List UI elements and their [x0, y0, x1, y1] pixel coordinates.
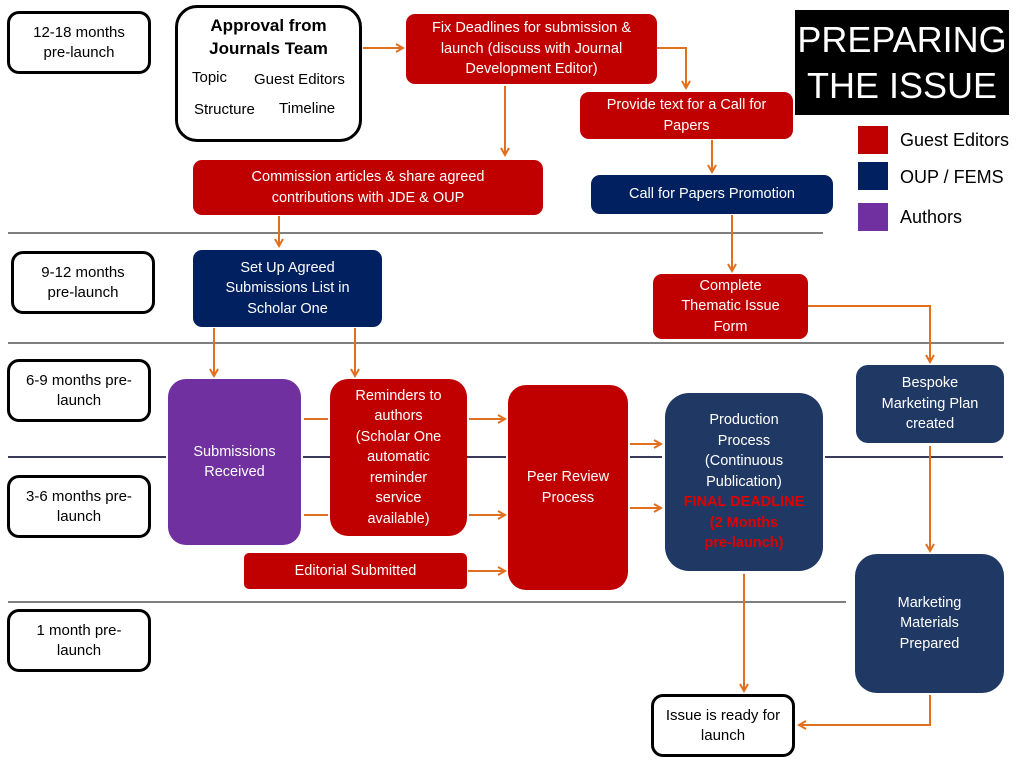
step-text-line: Marketing Plan — [881, 395, 979, 412]
step-issue-ready: Issue is ready for launch — [651, 694, 795, 757]
timeline-label-line2: launch — [56, 391, 102, 409]
step-text-line: Prepared — [899, 635, 960, 652]
timeline-label-line1: 6-9 months pre- — [26, 371, 132, 389]
step-text-line: Received — [204, 464, 265, 480]
approval-journals-team: Approval from Journals Team Topic Guest … — [175, 5, 362, 142]
step-text-line: Form — [713, 318, 748, 335]
step-editorial-submitted: Editorial Submitted — [244, 553, 467, 589]
separator-3 — [8, 456, 166, 458]
step-text-line: Submissions — [193, 443, 276, 460]
step-text-line: Provide text for a Call for — [606, 97, 767, 113]
timeline-label-line2: pre-launch — [47, 283, 119, 301]
approval-heading: Approval from Journals Team — [178, 14, 359, 60]
timeline-label-line1: 1 month pre- — [36, 621, 122, 639]
legend-swatch-guest-editors — [858, 126, 888, 154]
approval-item-topic: Topic — [192, 69, 228, 86]
arrow-form-to-marketing-plan — [808, 305, 930, 362]
final-deadline-text: (2 Months — [709, 514, 779, 531]
separator-4 — [8, 601, 846, 603]
step-text-line: created — [905, 416, 955, 433]
step-text-line: Thematic Issue — [681, 298, 780, 315]
timeline-3-6-months: 3-6 months pre-launch — [7, 475, 151, 538]
step-peer-review: Peer Review Process — [508, 385, 628, 590]
step-bespoke-marketing-plan: Bespoke Marketing Plan created — [856, 365, 1004, 443]
step-commission-articles: Commission articles & share agreed contr… — [193, 160, 543, 215]
step-submissions-received: Submissions Received — [168, 379, 301, 545]
step-text-line: Bespoke — [901, 375, 959, 392]
step-text-line: Issue is ready for — [665, 706, 781, 724]
step-text-line: reminder — [369, 469, 428, 486]
timeline-label-line2: launch — [56, 641, 102, 659]
step-thematic-issue-form: Complete Thematic Issue Form — [653, 274, 808, 339]
step-text-line: Process — [541, 489, 595, 506]
legend-swatch-authors — [858, 203, 888, 231]
page-title: PREPARING THE ISSUE — [795, 10, 1009, 115]
step-call-for-papers-text: Provide text for a Call for Papers — [580, 92, 793, 139]
timeline-9-12-months: 9-12 months pre-launch — [11, 251, 155, 314]
timeline-label-line1: 3-6 months pre- — [26, 487, 132, 505]
timeline-1-month: 1 month pre-launch — [7, 609, 151, 672]
step-text-line: automatic — [367, 449, 430, 466]
step-text-line: Commission articles & share agreed — [251, 169, 485, 185]
approval-item-structure: Structure — [194, 101, 255, 118]
step-text-line: authors — [374, 408, 423, 425]
separator-3b — [303, 456, 330, 458]
step-text-line: (Continuous — [704, 453, 784, 470]
step-text-line: service — [375, 490, 422, 507]
title-line1: PREPARING — [797, 18, 1007, 60]
step-text-line: Peer Review — [526, 469, 610, 485]
final-deadline-text: pre-launch) — [704, 535, 784, 552]
step-text-line: available) — [367, 510, 430, 527]
timeline-6-9-months: 6-9 months pre-launch — [7, 359, 151, 422]
timeline-label-line2: pre-launch — [43, 43, 115, 61]
timeline-label-line1: 12-18 months — [33, 23, 125, 41]
step-text-line: Submissions List in — [225, 280, 350, 297]
step-text-line: Scholar One — [247, 300, 328, 317]
step-text-line: Editorial Submitted — [294, 562, 417, 579]
separator-3c — [466, 456, 506, 458]
approval-heading-line2: Journals Team — [209, 39, 328, 58]
approval-item-timeline: Timeline — [279, 100, 336, 117]
legend-label-guest-editors: Guest Editors — [900, 130, 1010, 150]
step-text-line: contributions with JDE & OUP — [271, 189, 465, 206]
final-deadline-text: FINAL DEADLINE — [683, 494, 805, 511]
legend-swatch-oup-fems — [858, 162, 888, 190]
timeline-12-18-months: 12-18 months pre-launch — [7, 11, 151, 74]
timeline-label-line1: 9-12 months — [41, 263, 125, 281]
step-text-line: Marketing — [897, 594, 962, 611]
title-line2: THE ISSUE — [806, 64, 998, 106]
step-text-line: Materials — [900, 615, 959, 632]
step-text-line: Fix Deadlines for submission & — [431, 20, 632, 37]
step-setup-submissions-list: Set Up Agreed Submissions List in Schola… — [193, 250, 382, 327]
step-text-line: launch (discuss with Journal — [440, 40, 623, 57]
step-text-line: Reminders to — [355, 387, 442, 404]
step-marketing-materials: Marketing Materials Prepared — [855, 554, 1004, 693]
step-text-line: Complete — [699, 277, 762, 294]
separator-2 — [8, 342, 1004, 344]
step-text-line: Production — [709, 412, 779, 429]
step-text-line: launch — [700, 726, 746, 744]
approval-item-guest-editors: Guest Editors — [254, 71, 345, 88]
arrow-materials-to-issue — [799, 695, 931, 725]
step-text-line: Publication) — [706, 473, 782, 490]
step-text-line: Set Up Agreed — [240, 259, 335, 276]
step-text-line: Process — [717, 432, 771, 449]
step-reminders-to-authors: Reminders to authors (Scholar One automa… — [330, 379, 467, 536]
separator-3d — [630, 456, 662, 458]
approval-heading-line1: Approval from — [210, 16, 327, 35]
step-production-process: Production Process (Continuous Publicati… — [665, 393, 823, 571]
step-text-line: Papers — [663, 117, 710, 134]
step-text-line: Call for Papers Promotion — [628, 186, 795, 203]
step-call-for-papers-promotion: Call for Papers Promotion — [591, 175, 833, 214]
arrow-deadlines-to-calltext — [657, 47, 686, 88]
separator-1 — [8, 232, 823, 234]
legend-label-authors: Authors — [900, 207, 963, 227]
separator-3e — [825, 456, 1003, 458]
timeline-label-line2: launch — [56, 507, 102, 525]
step-text-line: Development Editor) — [465, 61, 598, 78]
step-text-line: (Scholar One — [355, 428, 442, 445]
legend-label-oup-fems: OUP / FEMS — [900, 167, 1004, 187]
step-fix-deadlines: Fix Deadlines for submission & launch (d… — [406, 14, 657, 84]
